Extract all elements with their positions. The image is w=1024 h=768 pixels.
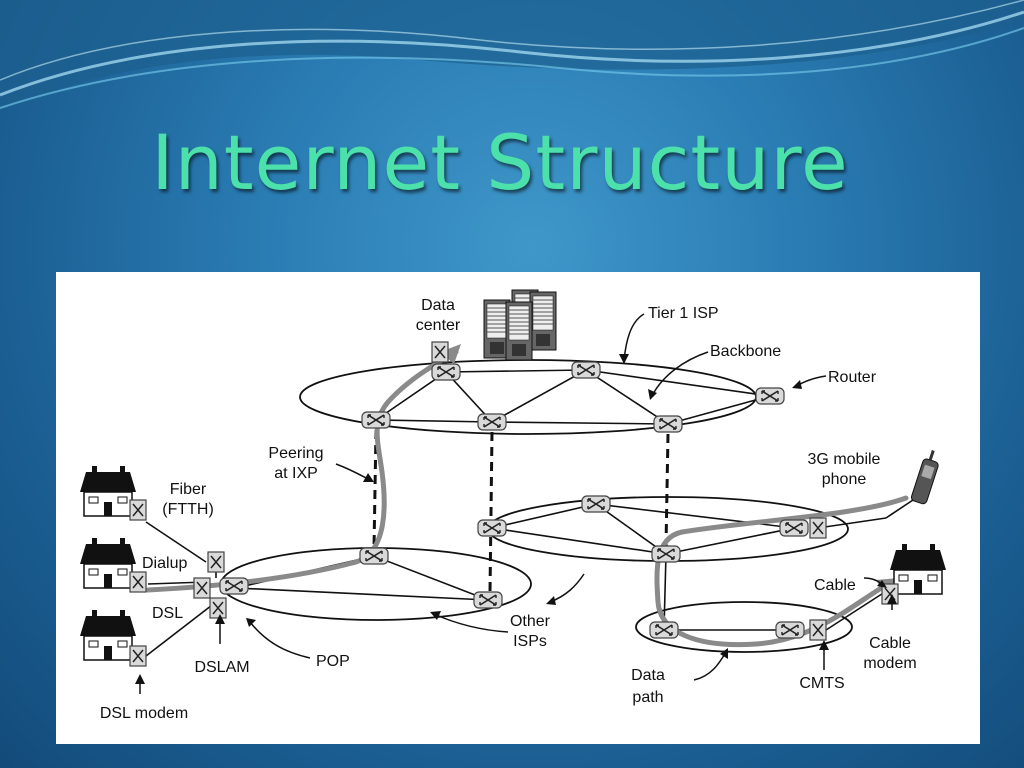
label-cable-modem-line1: Cable: [869, 635, 911, 652]
server-icon: [483, 289, 557, 361]
regional-mesh-links: [491, 497, 917, 555]
label-dsl-modem: DSL modem: [100, 705, 188, 722]
label-mobile-line1: 3G mobile: [808, 451, 881, 468]
ring-cable-isp: [635, 601, 853, 653]
label-dsl: DSL: [152, 605, 183, 622]
switch-icon: [809, 517, 827, 539]
label-fiber-line1: Fiber: [170, 481, 207, 498]
switch-icon: [129, 499, 147, 521]
label-cable-modem-line2: modem: [863, 655, 916, 672]
router-icon: [775, 621, 805, 639]
house-icon: [79, 537, 137, 589]
house-icon: [79, 465, 137, 517]
house-icon: [79, 609, 137, 661]
router-icon: [477, 519, 507, 537]
label-cable: Cable: [814, 577, 856, 594]
label-dslam: DSLAM: [194, 659, 249, 676]
switch-icon: [431, 341, 449, 363]
diagram-panel: Data center Tier 1 ISP Backbone Router P…: [56, 272, 980, 744]
switch-icon: [129, 645, 147, 667]
page-title: Internet Structure: [151, 118, 849, 207]
switch-icon: [209, 597, 227, 619]
label-other-isps-line1: Other: [510, 613, 551, 630]
label-other-isps-line2: ISPs: [513, 633, 547, 650]
label-backbone: Backbone: [710, 343, 781, 360]
internet-structure-diagram: Data center Tier 1 ISP Backbone Router P…: [79, 289, 947, 722]
router-icon: [473, 591, 503, 609]
data-path-left: [145, 349, 459, 593]
router-icon: [477, 413, 507, 431]
router-icon: [359, 547, 389, 565]
mobile-phone-icon: [910, 450, 939, 505]
label-dialup: Dialup: [142, 555, 187, 572]
switch-icon: [809, 619, 827, 641]
label-data-center-line2: center: [416, 317, 461, 334]
router-icon: [653, 415, 683, 433]
label-data-center-line1: Data: [421, 297, 455, 314]
label-pop: POP: [316, 653, 350, 670]
tier1-mesh-links: [375, 351, 771, 425]
label-cmts: CMTS: [799, 675, 844, 692]
router-icon: [651, 545, 681, 563]
peering-links: [372, 429, 670, 593]
label-fiber-line2: (FTTH): [162, 501, 214, 518]
router-icon: [755, 387, 785, 405]
label-mobile-line2: phone: [822, 471, 867, 488]
label-peering-line2: at IXP: [274, 465, 318, 482]
router-icon: [361, 411, 391, 429]
router-icon: [219, 577, 249, 595]
annotation-arrowheads: [135, 354, 897, 684]
label-data-path-line1: Data: [631, 667, 665, 684]
switch-icon: [207, 551, 225, 573]
label-router: Router: [828, 369, 877, 386]
data-path-right: [654, 495, 909, 648]
switch-icon: [129, 571, 147, 593]
router-icon: [649, 621, 679, 639]
router-icon: [581, 495, 611, 513]
router-icon: [779, 519, 809, 537]
router-icon: [571, 361, 601, 379]
router-icon: [431, 363, 461, 381]
label-peering-line1: Peering: [268, 445, 323, 462]
decorative-waves: [0, 0, 1024, 110]
data-path-left-arrow: [440, 344, 461, 364]
switch-icon: [193, 577, 211, 599]
label-data-path-line2: path: [632, 689, 663, 706]
label-tier1-isp: Tier 1 ISP: [648, 305, 719, 322]
